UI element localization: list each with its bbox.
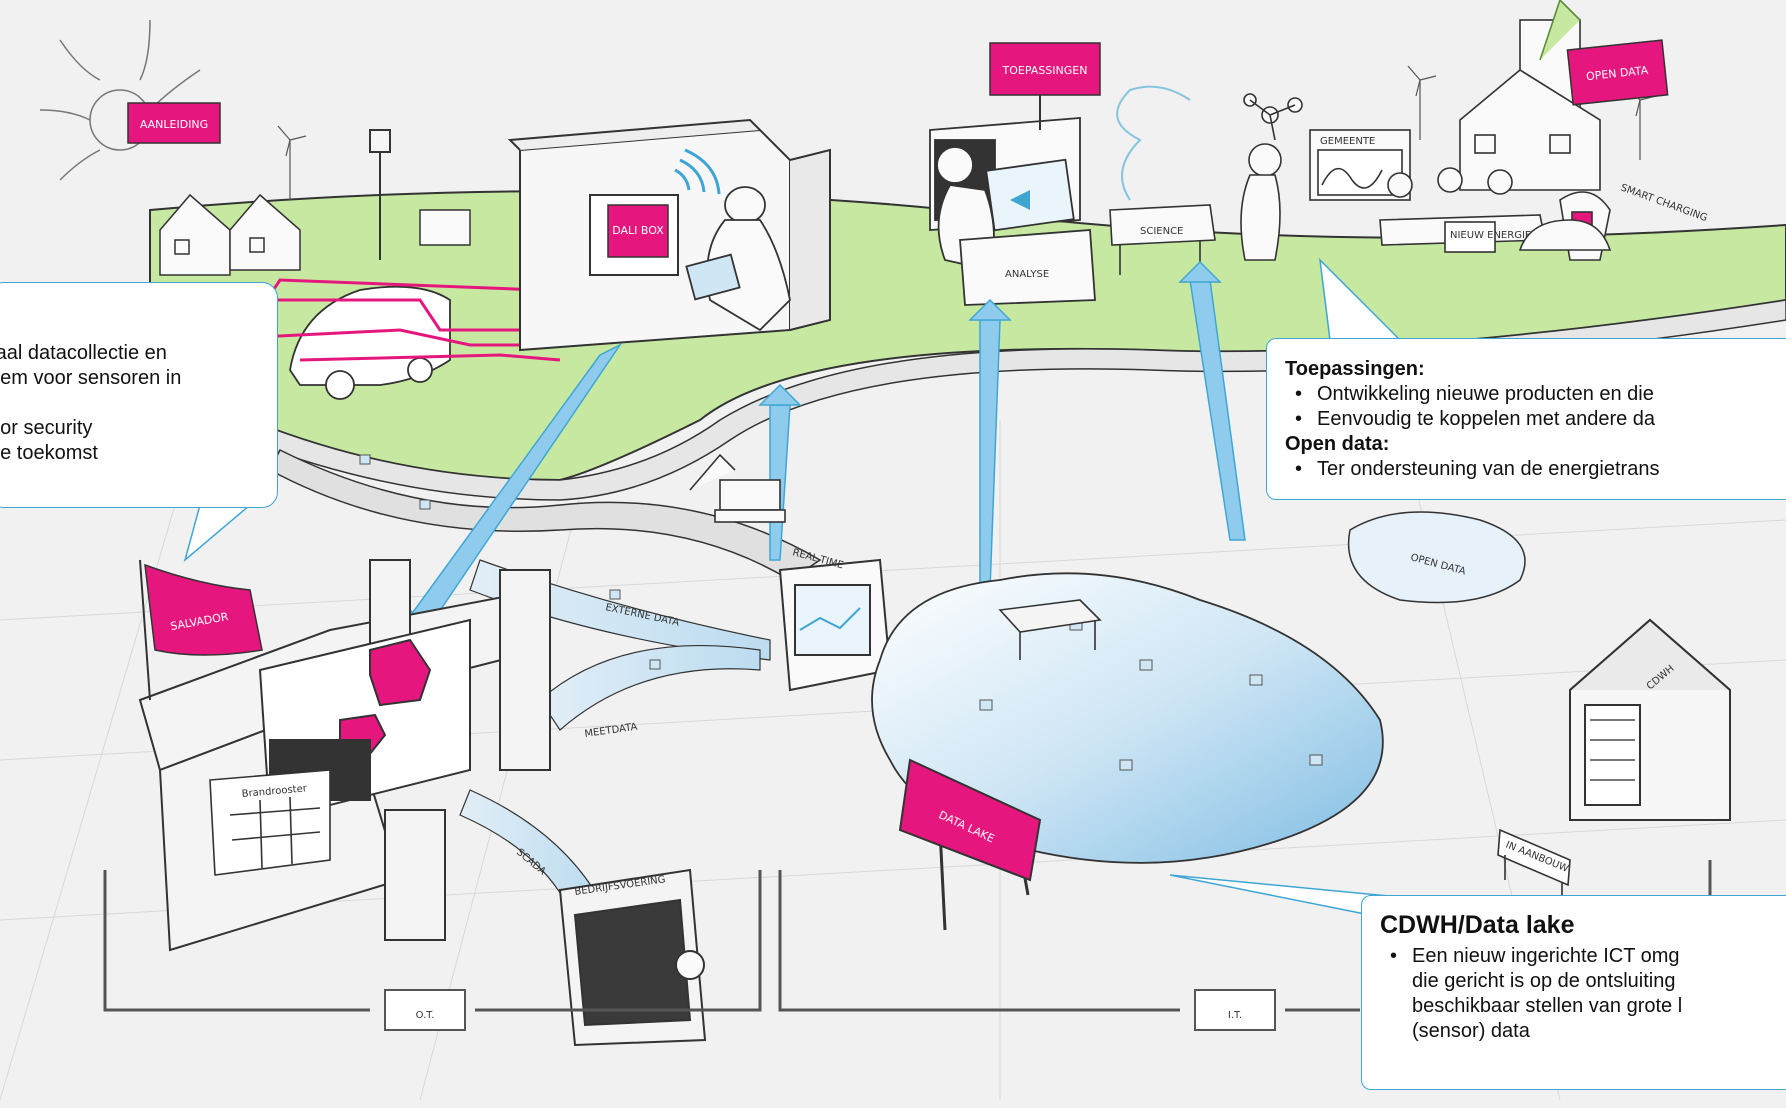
toepassingen-sign: TOEPASSINGEN (989, 42, 1101, 130)
open-data-heading: Open data: (1285, 433, 1390, 455)
meetdata-stream (539, 645, 761, 731)
cdwh-heading: CDWH/Data lake (1380, 911, 1575, 939)
street-lamp (369, 129, 391, 260)
cdwh-warehouse (1569, 618, 1731, 821)
callout-left-line-4: oor security (0, 417, 93, 439)
nieuw-energie-label: NIEUW ENERGIE LANDSCHAP (1450, 230, 1596, 241)
data-lake-sign: DATA LAKE (898, 758, 1042, 931)
ot-box: O.T. (384, 989, 466, 1031)
toepassingen-label: TOEPASSINGEN (1002, 64, 1088, 77)
it-label: I.T. (1228, 1010, 1242, 1021)
toepassingen-heading: Toepassingen: (1285, 358, 1425, 380)
real-time-monitor (778, 558, 892, 692)
aanleiding-label: AANLEIDING (140, 118, 208, 131)
cdwh-list: Een nieuw ingerichte ICT omg (1380, 944, 1786, 969)
toepassingen-item: Eenvoudig te koppelen met andere da (1285, 407, 1786, 432)
callout-left: raal datacollectie en eem voor sensoren … (0, 282, 278, 508)
gemeente-label: GEMEENTE (1320, 136, 1375, 147)
bedrijfsvoering-room (558, 868, 707, 1047)
houses (159, 193, 471, 276)
brandrooster-board (209, 769, 331, 876)
jetty (998, 599, 1102, 660)
toepassingen-item: Ontwikkeling nieuwe producten en die (1285, 382, 1786, 407)
analyse-label: ANALYSE (1005, 269, 1049, 280)
callout-left-line-5: de toekomst (0, 442, 98, 464)
open-data-list: Ter ondersteuning van de energietrans (1285, 457, 1786, 482)
callout-toepassingen: Toepassingen: Ontwikkeling nieuwe produc… (1266, 338, 1786, 500)
open-data-pond (1347, 511, 1526, 604)
ot-label: O.T. (416, 1010, 435, 1021)
salvador-flag: SALVADOR (139, 559, 263, 701)
callout-left-line-1: raal datacollectie en (0, 342, 167, 364)
castle (138, 559, 551, 952)
cdwh-continuation-3: (sensor) data (1412, 1020, 1530, 1042)
meetdata-label: MEETDATA (584, 722, 638, 740)
analyst-desk (929, 117, 1096, 306)
parked-car (1518, 219, 1612, 251)
science-lab (1109, 93, 1303, 275)
cdwh-continuation-2: beschikbaar stellen van grote l (1412, 995, 1683, 1017)
callout-left-line-2: eem voor sensoren in (0, 367, 182, 389)
excavator (689, 453, 786, 523)
vapor-cloud (1116, 85, 1191, 201)
callout-cdwh: CDWH/Data lake Een nieuw ingerichte ICT … (1361, 895, 1786, 1090)
cdwh-item: Een nieuw ingerichte ICT omg (1380, 944, 1786, 969)
science-label: SCIENCE (1140, 226, 1183, 237)
toepassingen-list: Ontwikkeling nieuwe producten en die Een… (1285, 382, 1786, 432)
open-data-sign: OPEN DATA (1566, 39, 1669, 106)
callout-left-line-3 (0, 391, 277, 416)
dali-box-cabinet (507, 118, 831, 352)
engineer-figure (685, 186, 791, 332)
dali-box-sign: DALI BOX (607, 204, 669, 258)
wifi-icon (674, 148, 721, 195)
it-box: I.T. (1194, 989, 1276, 1031)
dali-box-label: DALI BOX (612, 224, 664, 237)
cdwh-continuation-1: die gericht is op de ontsluiting (1412, 970, 1676, 992)
open-data-item: Ter ondersteuning van de energietrans (1285, 457, 1786, 482)
aanleiding-sign: AANLEIDING (127, 102, 221, 144)
sun-icon (39, 19, 201, 181)
smart-charging-label: SMART CHARGING (1619, 182, 1709, 224)
open-data-tower (1459, 0, 1601, 191)
gemeente-building (1309, 129, 1411, 201)
people-table (1379, 167, 1546, 253)
data-cubes (359, 454, 1323, 771)
